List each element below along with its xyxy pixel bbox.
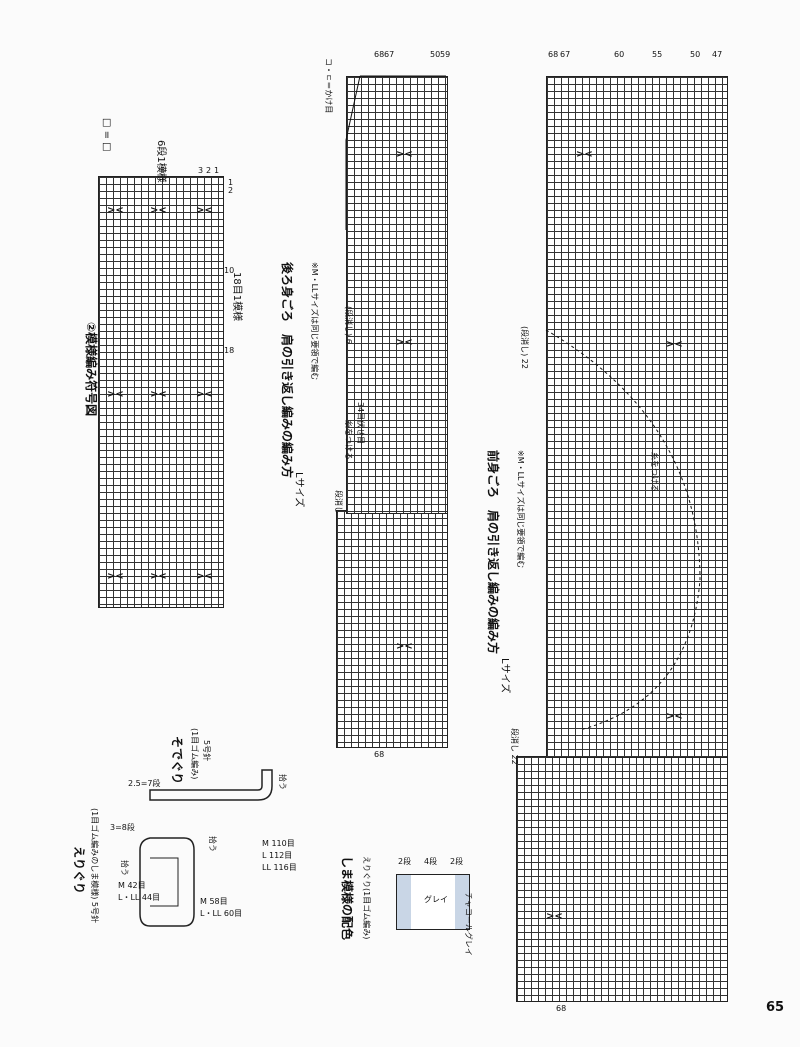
cable-mark: ><	[107, 389, 124, 400]
back-body-grid-upper	[346, 76, 448, 514]
front-bottom-68: 68	[556, 1004, 567, 1013]
pattern-st-10: 10	[224, 266, 235, 275]
front-top-68: 68	[548, 50, 559, 59]
cable-mark: ><	[150, 205, 167, 216]
pattern-st-18: 18	[224, 346, 235, 355]
front-body-grid-upper	[546, 76, 728, 758]
neck-top-l: L・LL 44目	[118, 893, 161, 902]
cable-mark: ><	[150, 389, 167, 400]
neck-top-m: M 42目	[118, 881, 146, 890]
back-top-59: 59	[440, 50, 451, 59]
sleeve-count-l: L 112目	[262, 851, 293, 860]
back-top-67: 67	[384, 50, 395, 59]
sleeve-count-m: M 110目	[262, 839, 295, 848]
pattern-st-1: 1	[214, 166, 220, 175]
pattern-st-2: 2	[206, 166, 212, 175]
page-number: 65	[766, 1000, 785, 1015]
front-top-60: 60	[614, 50, 625, 59]
back-bottom-68: 68	[374, 750, 385, 759]
neck-bottom-l: L・LL 60目	[200, 909, 243, 918]
sleeve-count-ll: LL 116目	[262, 863, 297, 872]
cable-mark: ><	[107, 571, 124, 582]
cable-mark: ><	[666, 339, 683, 350]
cable-mark: ><	[150, 571, 167, 582]
back-body-grid-lower	[336, 510, 448, 748]
cable-mark: ><	[666, 711, 683, 722]
sleeve-rows: 2.5=7段	[128, 779, 161, 788]
stripe-row-3: 2段	[450, 857, 464, 866]
cable-mark: ><	[196, 571, 213, 582]
front-top-47: 47	[712, 50, 723, 59]
pattern-st-8: 8	[160, 166, 166, 175]
back-top-50: 50	[430, 50, 441, 59]
cable-mark: ><	[396, 337, 413, 348]
neck-rows: 3=8段	[110, 823, 135, 832]
front-body-grid-lower	[516, 756, 728, 1002]
cable-mark: ><	[107, 205, 124, 216]
stripe-row-1: 2段	[398, 857, 412, 866]
cable-mark: ><	[576, 149, 593, 160]
back-top-68: 68	[374, 50, 385, 59]
pattern-row-2: 2	[228, 186, 234, 195]
cable-mark: ><	[546, 911, 563, 922]
front-top-50: 50	[690, 50, 701, 59]
stripe-row-2: 4段	[424, 857, 438, 866]
cable-mark: ><	[196, 205, 213, 216]
neck-bottom-m: M 58目	[200, 897, 228, 906]
pattern-chart-grid	[98, 176, 224, 608]
cable-mark: ><	[396, 641, 413, 652]
pattern-row-1: 1	[228, 178, 234, 187]
cable-mark: ><	[196, 389, 213, 400]
cable-mark: ><	[396, 149, 413, 160]
pattern-st-3: 3	[198, 166, 204, 175]
front-top-55: 55	[652, 50, 663, 59]
front-top-67: 67	[560, 50, 571, 59]
stripe-swatch	[396, 874, 470, 930]
stripe-gray: グレイ	[424, 895, 448, 904]
